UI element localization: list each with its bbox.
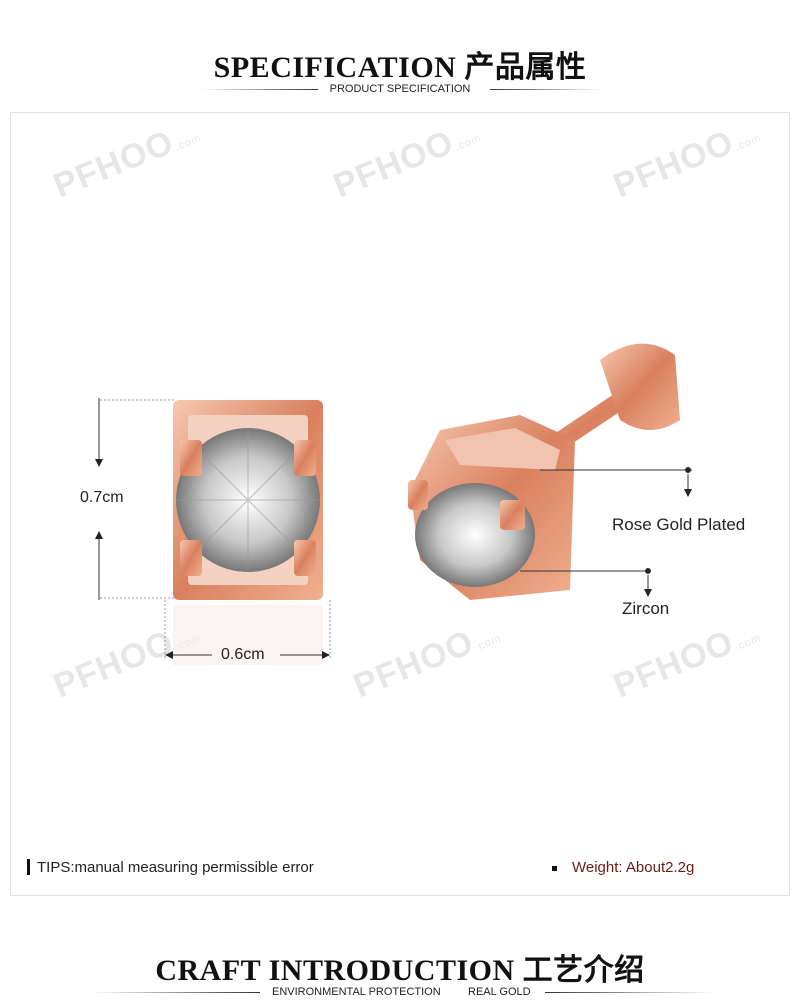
- height-label: 0.7cm: [80, 489, 124, 506]
- earring-front-view: [173, 400, 323, 665]
- footer-subtitle-1: ENVIRONMENTAL PROTECTION: [272, 986, 441, 998]
- footer-subtitle-2: REAL GOLD: [468, 986, 531, 998]
- divider-left: [90, 992, 260, 993]
- section-title-specification: SPECIFICATION 产品属性: [213, 51, 587, 84]
- divider-right: [545, 992, 715, 993]
- tips-text: TIPS:manual measuring permissible error: [37, 859, 314, 876]
- divider-right: [490, 89, 600, 90]
- section-title-craft: CRAFT INTRODUCTION 工艺介绍: [155, 954, 645, 987]
- width-label: 0.6cm: [221, 646, 265, 663]
- weight-text: Weight: About2.2g: [572, 859, 695, 876]
- earring-side-view: [408, 343, 680, 600]
- zircon-callout: Zircon: [622, 599, 670, 618]
- bullet-icon: [552, 866, 557, 871]
- callout-lines: [520, 467, 692, 597]
- tips-marker: [27, 859, 30, 875]
- dimension-guides: [95, 398, 331, 660]
- section-subtitle: PRODUCT SPECIFICATION: [329, 83, 471, 95]
- rose-gold-callout: Rose Gold Plated: [612, 515, 746, 534]
- divider-left: [200, 89, 318, 90]
- spec-panel: [10, 112, 790, 896]
